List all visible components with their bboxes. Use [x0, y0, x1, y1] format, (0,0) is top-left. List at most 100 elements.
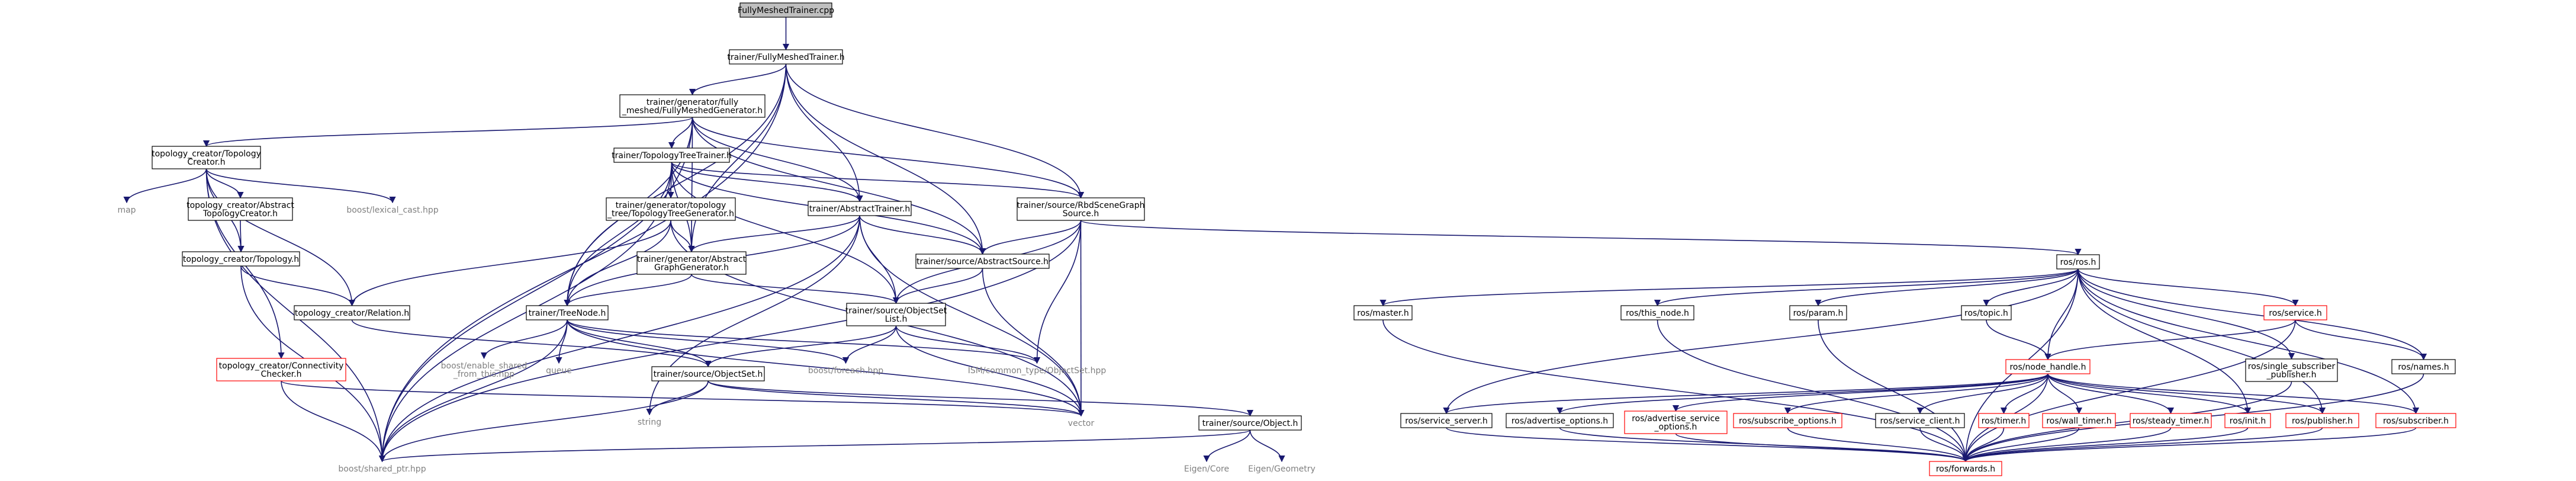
node-box[interactable]: [2245, 358, 2338, 382]
node-topo-creator[interactable]: topology_creator/TopologyCreator.h: [152, 146, 261, 169]
node-topology-h[interactable]: topology_creator/Topology.h: [182, 251, 300, 267]
node-box[interactable]: [1506, 413, 1614, 428]
node-ros-init[interactable]: ros/init.h: [2224, 413, 2271, 428]
node-box[interactable]: [2056, 254, 2100, 270]
node-box[interactable]: [1624, 411, 1728, 434]
node-box[interactable]: [1353, 305, 1413, 320]
node-box[interactable]: [915, 254, 1050, 269]
node-box[interactable]: [619, 94, 766, 118]
node-string: string: [638, 418, 661, 427]
node-box[interactable]: [1929, 461, 2002, 476]
node-abs-graph-gen[interactable]: trainer/generator/AbstractGraphGenerator…: [636, 251, 747, 275]
node-label: trainer/source/ObjectSet: [845, 306, 947, 316]
node-ros-forwards[interactable]: ros/forwards.h: [1929, 461, 2002, 476]
node-eigen-geom: Eigen/Geometry: [1248, 464, 1316, 474]
node-fmg-h[interactable]: trainer/generator/fully_meshed/FullyMesh…: [619, 94, 766, 118]
node-box[interactable]: [2391, 359, 2456, 374]
node-box[interactable]: [216, 358, 346, 381]
node-box[interactable]: [152, 146, 261, 169]
node-ros-service[interactable]: ros/service.h: [2263, 305, 2327, 320]
node-abs-source[interactable]: trainer/source/AbstractSource.h: [915, 254, 1050, 269]
node-label: _meshed/FullyMeshedGenerator.h: [622, 106, 763, 116]
node-box[interactable]: [739, 2, 832, 18]
node-label: trainer/source/ObjectSet.h: [654, 370, 763, 379]
node-ros-this-node[interactable]: ros/this_node.h: [1620, 305, 1694, 320]
node-label: topology_creator/Relation.h: [295, 309, 409, 318]
node-label: GraphGenerator.h: [654, 263, 729, 272]
node-box[interactable]: [2263, 305, 2327, 320]
node-box[interactable]: [2285, 413, 2359, 428]
node-relation-h[interactable]: topology_creator/Relation.h: [294, 305, 410, 320]
node-shared-ptr: boost/shared_ptr.hpp: [338, 464, 426, 474]
node-box[interactable]: [1875, 413, 1965, 428]
node-ros-h[interactable]: ros/ros.h: [2056, 254, 2100, 270]
node-box[interactable]: [636, 251, 747, 275]
node-ros-steady-timer[interactable]: ros/steady_timer.h: [2130, 413, 2212, 428]
edge-ros_publisher-to-ros_forwards: [1962, 427, 2323, 463]
node-treenode-h[interactable]: trainer/TreeNode.h: [526, 305, 609, 320]
node-abs-trainer[interactable]: trainer/AbstractTrainer.h: [808, 201, 912, 216]
node-label: _publisher.h: [2266, 370, 2317, 380]
node-ros-adv-service-options[interactable]: ros/advertise_service_options.h: [1624, 411, 1728, 434]
node-abs-topo-creator[interactable]: topology_creator/AbstractTopologyCreator…: [186, 197, 294, 221]
node-ros-adv-options[interactable]: ros/advertise_options.h: [1506, 413, 1614, 428]
edge-conn_checker-to-vector: [281, 380, 1085, 417]
node-box[interactable]: [1198, 415, 1302, 431]
node-box[interactable]: [294, 305, 410, 320]
node-box[interactable]: [1620, 305, 1694, 320]
edges-layer: [123, 17, 2427, 463]
edge-ros_h-to-ros_names: [2077, 268, 2427, 361]
edge-fmg_h-to-abs_graph_gen: [688, 117, 695, 253]
edge-topology_h-to-relation_h: [240, 265, 356, 307]
node-ttt-h[interactable]: trainer/TopologyTreeTrainer.h: [612, 147, 732, 163]
node-box[interactable]: [2224, 413, 2271, 428]
node-box[interactable]: [1978, 413, 2030, 428]
node-box[interactable]: [2005, 359, 2091, 374]
node-ros-topic[interactable]: ros/topic.h: [1961, 305, 2012, 320]
node-box[interactable]: [1733, 413, 1842, 428]
node-ros-param[interactable]: ros/param.h: [1789, 305, 1847, 320]
node-ros-node-handle[interactable]: ros/node_handle.h: [2005, 359, 2091, 374]
edge-treenode_h-to-boost_foreach: [567, 319, 849, 364]
node-eigen-core: Eigen/Core: [1184, 464, 1229, 474]
node-root[interactable]: FullyMeshedTrainer.cpp: [738, 2, 834, 18]
node-box[interactable]: [651, 366, 765, 381]
node-box[interactable]: [613, 147, 730, 163]
node-ros-wall-timer[interactable]: ros/wall_timer.h: [2042, 413, 2116, 428]
node-box[interactable]: [846, 303, 946, 326]
node-box[interactable]: [2375, 413, 2456, 428]
node-label: ros/names.h: [2398, 363, 2449, 372]
node-ros-service-client[interactable]: ros/service_client.h: [1875, 413, 1965, 428]
node-ros-single-sub[interactable]: ros/single_subscriber_publisher.h: [2245, 358, 2338, 382]
node-box[interactable]: [2042, 413, 2116, 428]
node-object-h[interactable]: trainer/source/Object.h: [1198, 415, 1302, 431]
node-box[interactable]: [1961, 305, 2012, 320]
edge-fmg_h-to-shared_ptr: [378, 117, 693, 463]
node-ros-master[interactable]: ros/master.h: [1353, 305, 1413, 320]
node-box[interactable]: [1017, 197, 1145, 221]
node-ttg-h[interactable]: trainer/generator/topology_tree/Topology…: [606, 197, 736, 221]
edge-object_h-to-eigen_core: [1203, 429, 1251, 463]
node-ros-timer[interactable]: ros/timer.h: [1978, 413, 2030, 428]
node-ros-subscriber[interactable]: ros/subscriber.h: [2375, 413, 2456, 428]
node-ros-names[interactable]: ros/names.h: [2391, 359, 2456, 374]
node-ros-sub-options[interactable]: ros/subscribe_options.h: [1733, 413, 1842, 428]
node-box[interactable]: [1789, 305, 1847, 320]
node-box[interactable]: [188, 197, 293, 221]
node-box[interactable]: [526, 305, 609, 320]
node-fmt-h[interactable]: trainer/FullyMeshedTrainer.h: [727, 49, 845, 65]
edge-ttt_h-to-rbd_scene: [671, 162, 1084, 199]
node-box[interactable]: [1400, 413, 1493, 428]
node-box[interactable]: [729, 49, 843, 65]
node-ros-publisher[interactable]: ros/publisher.h: [2285, 413, 2359, 428]
node-objset-h[interactable]: trainer/source/ObjectSet.h: [651, 366, 765, 381]
node-ros-service-server[interactable]: ros/service_server.h: [1400, 413, 1493, 428]
node-box[interactable]: [182, 251, 300, 267]
node-box[interactable]: [2130, 413, 2212, 428]
node-box[interactable]: [808, 201, 912, 216]
node-box[interactable]: [606, 197, 736, 221]
node-label: boost/foreach.hpp: [808, 366, 883, 376]
